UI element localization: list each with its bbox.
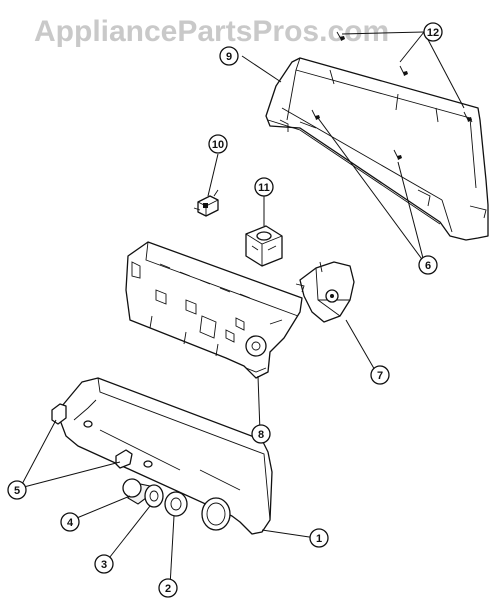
callout-9: 9 [219, 46, 239, 66]
svg-text:8: 8 [258, 429, 264, 441]
leader-lines [19, 31, 465, 587]
switch-block [245, 225, 283, 267]
svg-text:12: 12 [427, 27, 439, 39]
callout-2: 2 [158, 578, 178, 598]
svg-text:4: 4 [67, 517, 74, 529]
knob-small [122, 478, 142, 498]
callout-6: 6 [418, 255, 438, 275]
callout-10: 10 [208, 134, 228, 154]
callout-4: 4 [60, 512, 80, 532]
watermark-text: AppliancePartsPros.com [34, 15, 389, 48]
callout-5: 5 [7, 480, 27, 500]
console-back-housing [265, 57, 489, 241]
svg-text:1: 1 [316, 533, 322, 545]
svg-text:6: 6 [425, 260, 431, 272]
callout-11: 11 [254, 177, 274, 197]
motor-bracket [295, 261, 355, 323]
svg-text:3: 3 [101, 559, 107, 571]
svg-text:11: 11 [258, 182, 270, 194]
svg-text:5: 5 [14, 485, 20, 497]
control-board-panel [125, 241, 303, 379]
callout-1: 1 [309, 528, 329, 548]
svg-text:7: 7 [377, 370, 383, 382]
svg-text:10: 10 [212, 139, 224, 151]
svg-text:2: 2 [165, 583, 171, 595]
selector-switch [193, 189, 219, 217]
screws [311, 31, 472, 160]
callout-3: 3 [94, 554, 114, 574]
svg-text:9: 9 [226, 51, 232, 63]
front-console-panel [51, 377, 273, 535]
callout-7: 7 [370, 365, 390, 385]
callout-8: 8 [251, 424, 271, 444]
callout-12: 12 [423, 22, 443, 42]
